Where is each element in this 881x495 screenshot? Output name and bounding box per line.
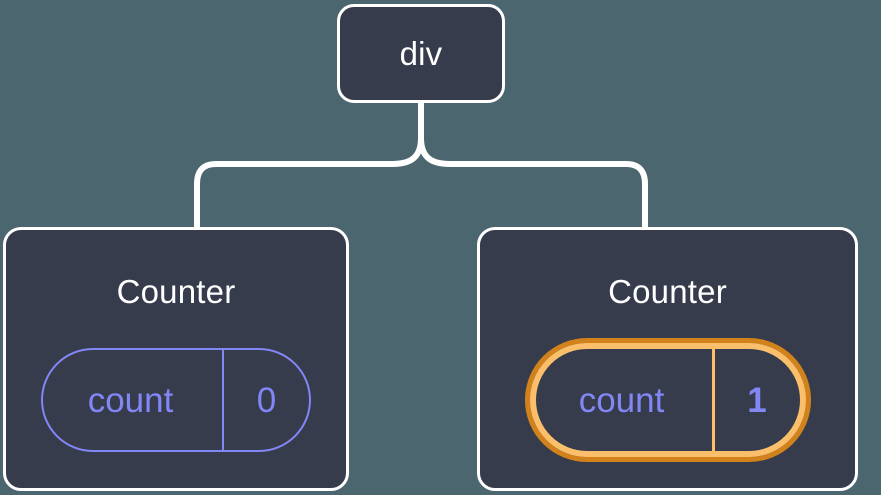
state-pill-wrapper-left: count 0 (6, 348, 346, 452)
node-div[interactable]: div (337, 4, 505, 103)
state-pill-left[interactable]: count 0 (41, 348, 311, 452)
node-counter-left-label: Counter (116, 273, 236, 310)
state-pill-right-inner-ring: count 1 (529, 343, 806, 457)
state-pill-wrapper-right: count 1 (480, 338, 855, 462)
node-div-label: div (399, 35, 443, 72)
state-value-left: 0 (222, 350, 309, 450)
state-pill-right-highlighted[interactable]: count 1 (524, 338, 811, 462)
node-counter-left[interactable]: Counter count 0 (3, 227, 349, 491)
state-key-left: count (87, 380, 174, 420)
node-counter-right[interactable]: Counter count 1 (477, 227, 858, 491)
edge-root-to-counter-right (418, 135, 648, 230)
edge-root-to-counter-left (194, 135, 424, 230)
node-counter-right-label: Counter (608, 273, 727, 310)
state-key-right: count (578, 380, 665, 420)
state-value-right: 1 (711, 349, 800, 451)
